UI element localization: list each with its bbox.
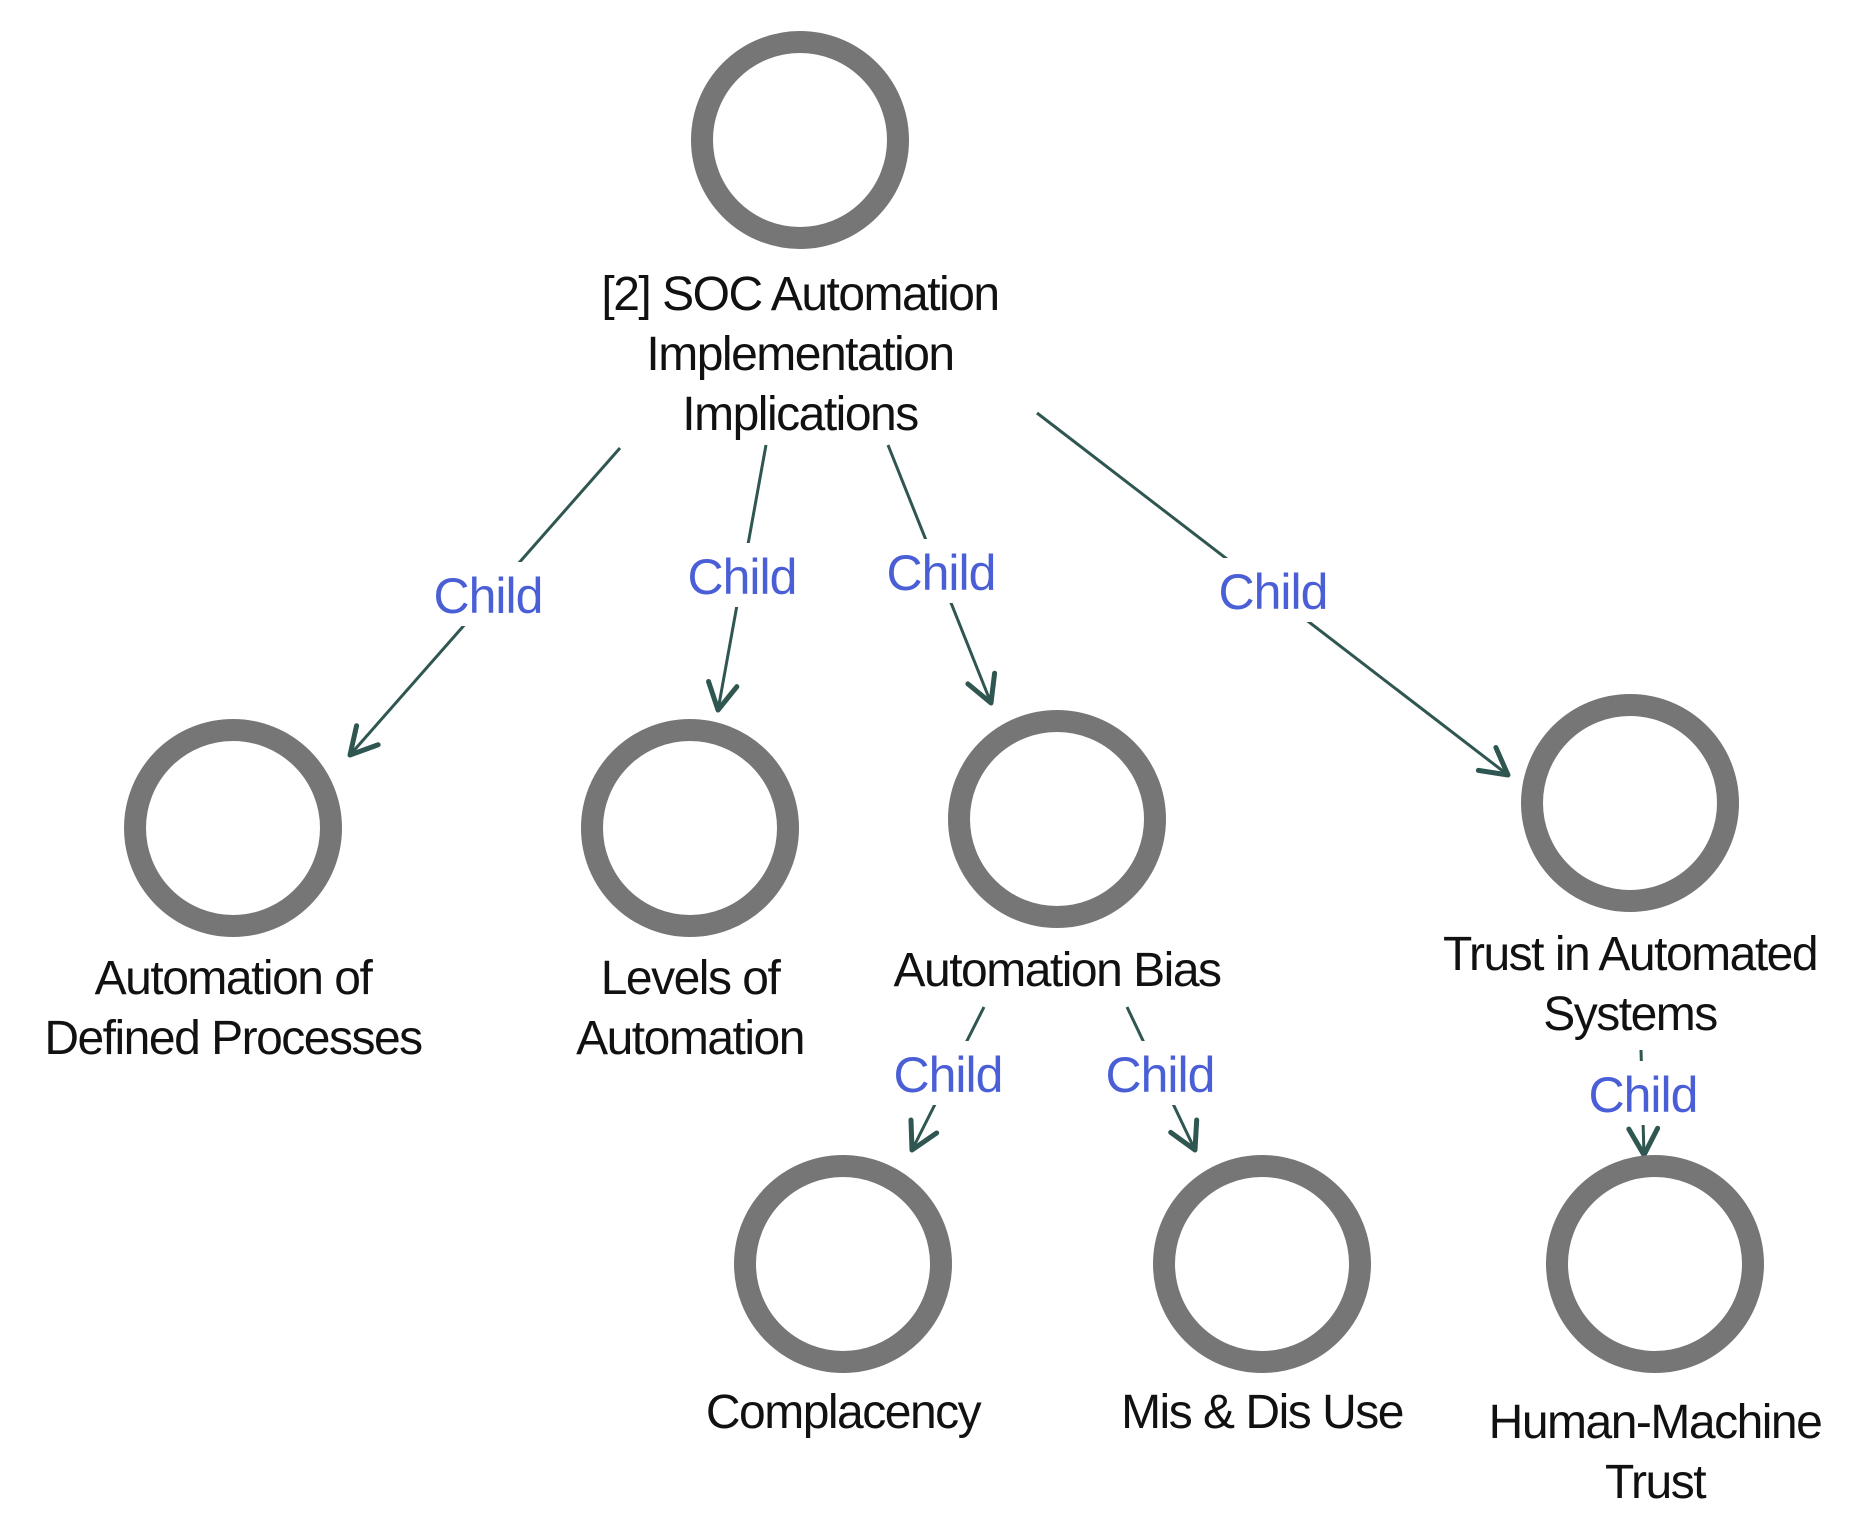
edge-label-background	[425, 562, 551, 626]
circle-node-icon[interactable]	[1153, 1155, 1371, 1373]
node-complacency[interactable]: Complacency	[706, 1155, 983, 1439]
node-label-line: Automation of	[95, 952, 374, 1005]
node-label-line: Automation Bias	[893, 944, 1221, 997]
node-label-line: Systems	[1543, 988, 1717, 1041]
edge-root-to-automation-of-defined-processes: Child	[347, 447, 622, 758]
arrowhead-icon	[908, 1117, 940, 1153]
edge-label[interactable]: Child	[1106, 1047, 1216, 1103]
edge-root-to-levels-of-automation: Child	[679, 444, 805, 713]
circle-node-icon[interactable]	[1546, 1155, 1764, 1373]
nodes-layer: [2] SOC AutomationImplementationImplicat…	[44, 31, 1823, 1509]
edge-label[interactable]: Child	[894, 1047, 1004, 1103]
arrowhead-icon	[1626, 1125, 1661, 1158]
node-label-line: Automation	[576, 1012, 804, 1065]
arrowhead-icon	[965, 670, 998, 706]
edge-label-background	[878, 539, 1004, 603]
circle-node-icon[interactable]	[581, 719, 799, 937]
edge-trust-in-automated-systems-to-human-machine-trust: Child	[1580, 1049, 1706, 1158]
node-levels-of-automation[interactable]: Levels of Automation	[576, 719, 805, 1065]
edge-label-background	[885, 1041, 1011, 1105]
edge-label[interactable]: Child	[1219, 564, 1329, 620]
edge-automation-bias-to-complacency: Child	[885, 1006, 1011, 1153]
edge-label[interactable]: Child	[434, 568, 544, 624]
arrowhead-icon	[347, 723, 381, 758]
node-label-line: Defined Processes	[44, 1012, 422, 1065]
circle-node-icon[interactable]	[691, 31, 909, 249]
node-label-line: Trust in Automated	[1443, 928, 1817, 981]
circle-node-icon[interactable]	[948, 710, 1166, 928]
node-label-line: Levels of	[601, 952, 782, 1005]
edge-label-background	[679, 543, 805, 607]
circle-node-icon[interactable]	[734, 1155, 952, 1373]
edge-root-to-trust-in-automated-systems: Child	[1036, 411, 1511, 778]
node-label-line: Trust	[1605, 1456, 1706, 1509]
node-label-line: Complacency	[706, 1386, 982, 1439]
edge-label[interactable]: Child	[1589, 1067, 1699, 1123]
arrowhead-icon	[706, 679, 740, 713]
node-label-line: Implications	[682, 388, 918, 441]
edge-label[interactable]: Child	[688, 549, 798, 605]
node-label-line: [2] SOC Automation	[601, 268, 998, 321]
edge-label[interactable]: Child	[887, 545, 997, 601]
arrowhead-icon	[1168, 1117, 1200, 1153]
edge-label-background	[1210, 558, 1336, 622]
edge-root-to-automation-bias: Child	[878, 444, 1004, 706]
edge-label-background	[1097, 1041, 1223, 1105]
node-label-line: Implementation	[646, 328, 953, 381]
edge-label-background	[1580, 1061, 1706, 1125]
node-root[interactable]: [2] SOC AutomationImplementationImplicat…	[601, 31, 1000, 441]
circle-node-icon[interactable]	[124, 719, 342, 937]
node-label-line: Human-Machine	[1489, 1396, 1822, 1449]
node-label-line: Mis & Dis Use	[1121, 1386, 1403, 1439]
edge-automation-bias-to-mis-and-dis-use: Child	[1097, 1006, 1223, 1153]
node-automation-bias[interactable]: Automation Bias	[893, 710, 1223, 997]
node-automation-of-defined-processes[interactable]: Automation of Defined Processes	[44, 719, 424, 1065]
arrowhead-icon	[1475, 745, 1511, 778]
node-mis-and-dis-use[interactable]: Mis & Dis Use	[1121, 1155, 1404, 1439]
circle-node-icon[interactable]	[1521, 694, 1739, 912]
